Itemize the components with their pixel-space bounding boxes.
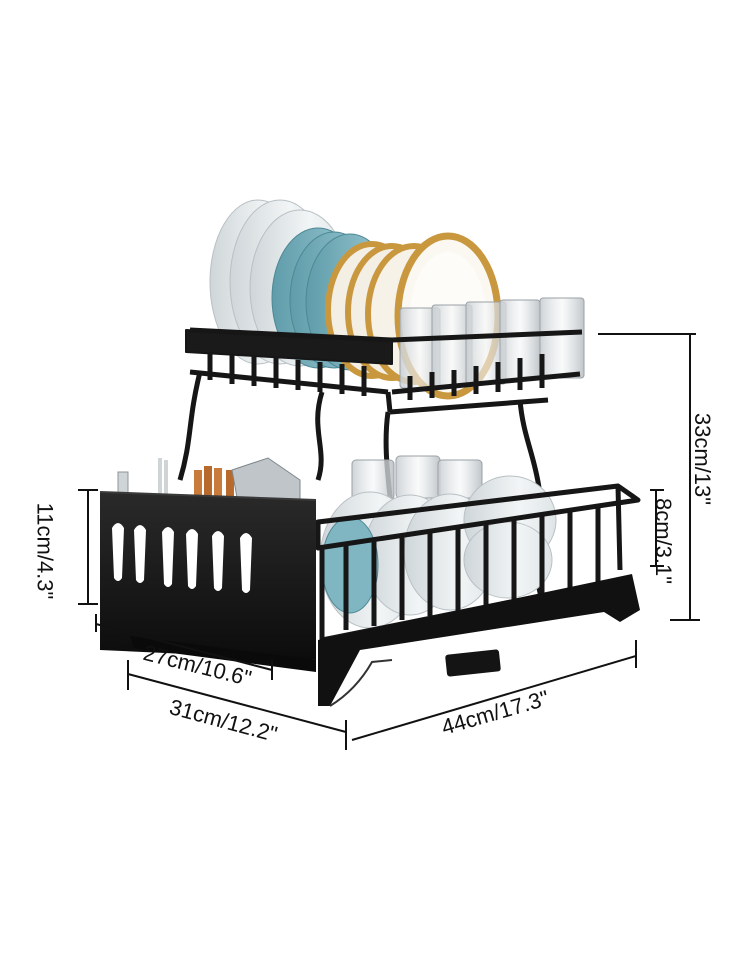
bottom-tier-height-label: 8cm/3.1"	[651, 497, 677, 585]
total-height-label: 33cm/13"	[690, 412, 716, 506]
drip-tray	[318, 574, 640, 707]
dimension-lines	[78, 333, 700, 750]
lower-dishes	[319, 455, 557, 629]
cutlery-holder-height-label: 11cm/4.3"	[32, 502, 58, 600]
upper-rack-frame	[185, 327, 583, 415]
cutlery-holder	[99, 457, 317, 672]
